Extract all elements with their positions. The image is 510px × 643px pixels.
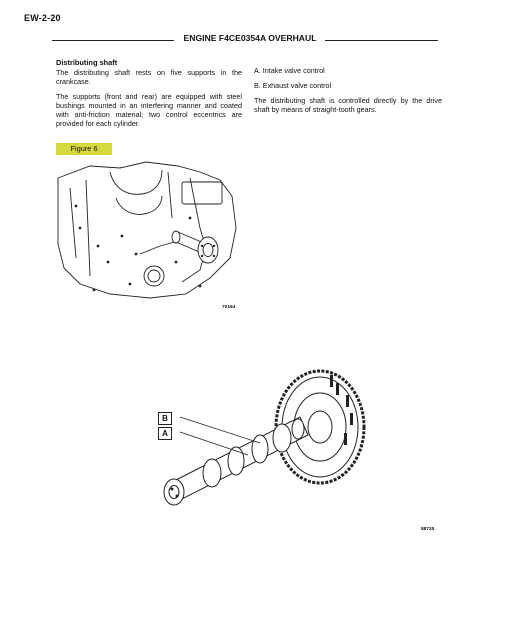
figure-code-88725: 88725 bbox=[421, 527, 435, 532]
legend-item-a: A. Intake valve control bbox=[254, 66, 325, 75]
header-rule-right bbox=[325, 40, 438, 41]
page-title: ENGINE F4CE0354A OVERHAUL bbox=[183, 33, 317, 43]
left-text-column: Distributing shaft The distributing shaf… bbox=[56, 58, 242, 134]
paragraph-crankcase: The distributing shaft rests on five sup… bbox=[56, 68, 242, 86]
header-rule-left bbox=[52, 40, 174, 41]
paragraph-supports: The supports (front and rear) are equipp… bbox=[56, 92, 242, 128]
section-heading: Distributing shaft bbox=[56, 58, 118, 67]
callout-b: B bbox=[158, 412, 172, 425]
paragraph-drive: The distributing shaft is controlled dir… bbox=[254, 96, 442, 114]
figure-label: Figure 6 bbox=[56, 143, 112, 155]
figure-code-70164: 70164 bbox=[222, 305, 236, 310]
camshaft-gear-illustration bbox=[163, 369, 366, 506]
page-id: EW-2-20 bbox=[24, 13, 61, 23]
engine-block-illustration bbox=[57, 161, 237, 299]
legend-item-b: B. Exhaust valve control bbox=[254, 81, 332, 90]
right-text-column: A. Intake valve control B. Exhaust valve… bbox=[254, 66, 442, 120]
callout-a: A bbox=[158, 427, 172, 440]
